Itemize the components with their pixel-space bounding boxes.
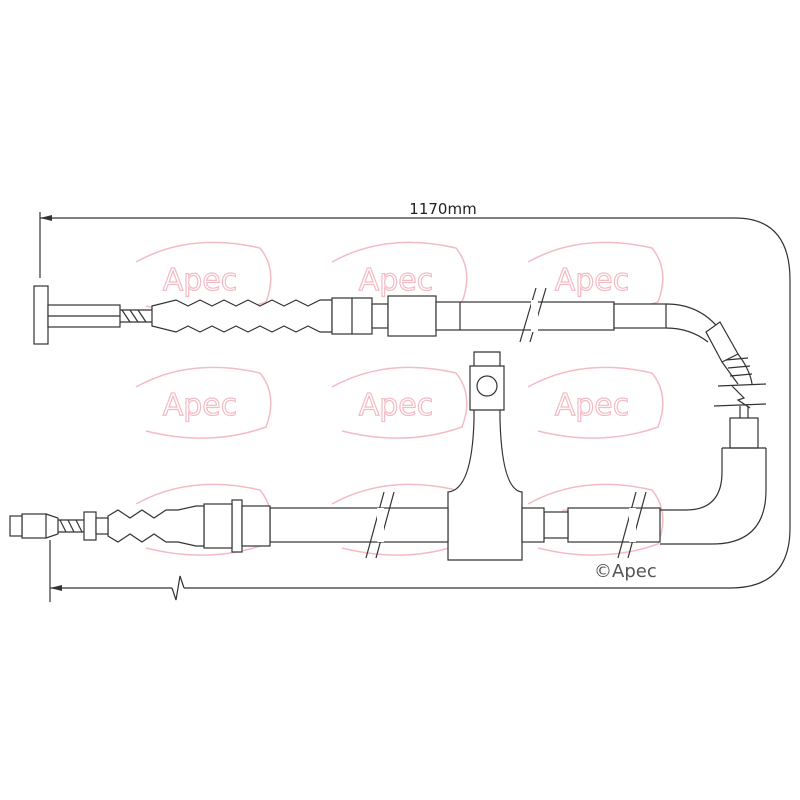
copyright-label: ©Apec <box>594 561 657 582</box>
lower-right-casing <box>567 507 661 543</box>
apec-watermark: Apec <box>331 366 468 439</box>
upper-cable <box>33 285 767 449</box>
lower-left-casing <box>269 507 449 543</box>
upper-curve-sleeve <box>705 321 739 363</box>
lower-cable <box>9 351 767 561</box>
apec-watermark-text: Apec <box>163 388 238 423</box>
apec-watermark-text: Apec <box>555 263 630 298</box>
upper-bellows-boot <box>151 299 333 333</box>
apec-watermark: Apec <box>527 241 664 314</box>
lower-bellows-boot <box>107 505 205 547</box>
lower-bend <box>660 448 723 511</box>
lower-end-nipple <box>21 513 47 539</box>
lower-flange <box>231 499 243 553</box>
dimension-line: 1170mm <box>39 200 791 602</box>
upper-grommet <box>387 295 437 337</box>
apec-watermark-text: Apec <box>359 388 434 423</box>
apec-watermark: Apec <box>135 366 272 439</box>
upper-end-flange <box>33 285 49 345</box>
apec-watermark-text: Apec <box>163 263 238 298</box>
mounting-bracket <box>447 351 523 561</box>
lower-stopper <box>83 511 97 541</box>
apec-watermark-text: Apec <box>359 263 434 298</box>
apec-watermark: Apec <box>527 366 664 439</box>
apec-watermark-text: Apec <box>555 388 630 423</box>
dimension-label: 1170mm <box>409 200 476 218</box>
vertical-break-mark <box>713 383 767 409</box>
lower-grommet <box>203 503 233 549</box>
vertical-ferrule <box>729 417 759 449</box>
apec-watermark: Apec <box>331 241 468 314</box>
bracket-hole <box>476 375 498 397</box>
